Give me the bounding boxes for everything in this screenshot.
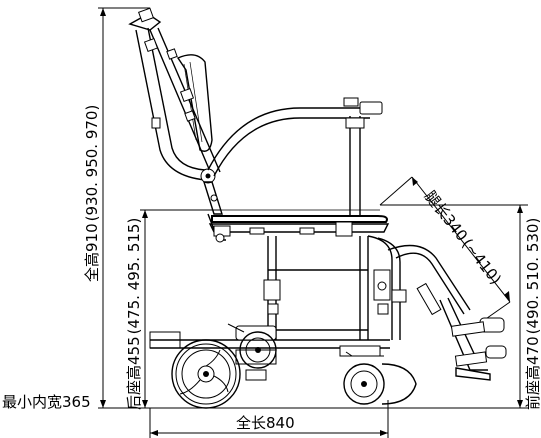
front-seat-height-dimension <box>380 204 528 408</box>
total-length-dimension <box>149 400 389 438</box>
min-inner-width-label: 最小内宽365 <box>2 393 91 411</box>
under-seat-frame <box>263 235 407 340</box>
rear-wheel <box>171 339 241 409</box>
backrest-frame <box>128 7 226 241</box>
leg-length-label: 腿长340(~410) <box>421 187 505 288</box>
front-seat-height-label: 前座高470(490. 510. 530) <box>524 218 541 410</box>
total-length-label: 全长840 <box>236 414 295 432</box>
armrest <box>207 97 383 216</box>
footrest <box>387 244 507 381</box>
seat <box>208 209 390 243</box>
front-caster <box>343 351 417 405</box>
total-height-dimension <box>98 7 150 408</box>
total-height-label: 全高910(930. 950. 970) <box>83 105 101 282</box>
rear-brake-wheel <box>227 323 277 381</box>
leg-length-dimension <box>379 176 511 331</box>
base-frame <box>149 325 390 365</box>
rear-seat-height-dimension <box>140 209 220 408</box>
rear-seat-height-label: 后座高455(475. 495. 515) <box>125 218 143 410</box>
